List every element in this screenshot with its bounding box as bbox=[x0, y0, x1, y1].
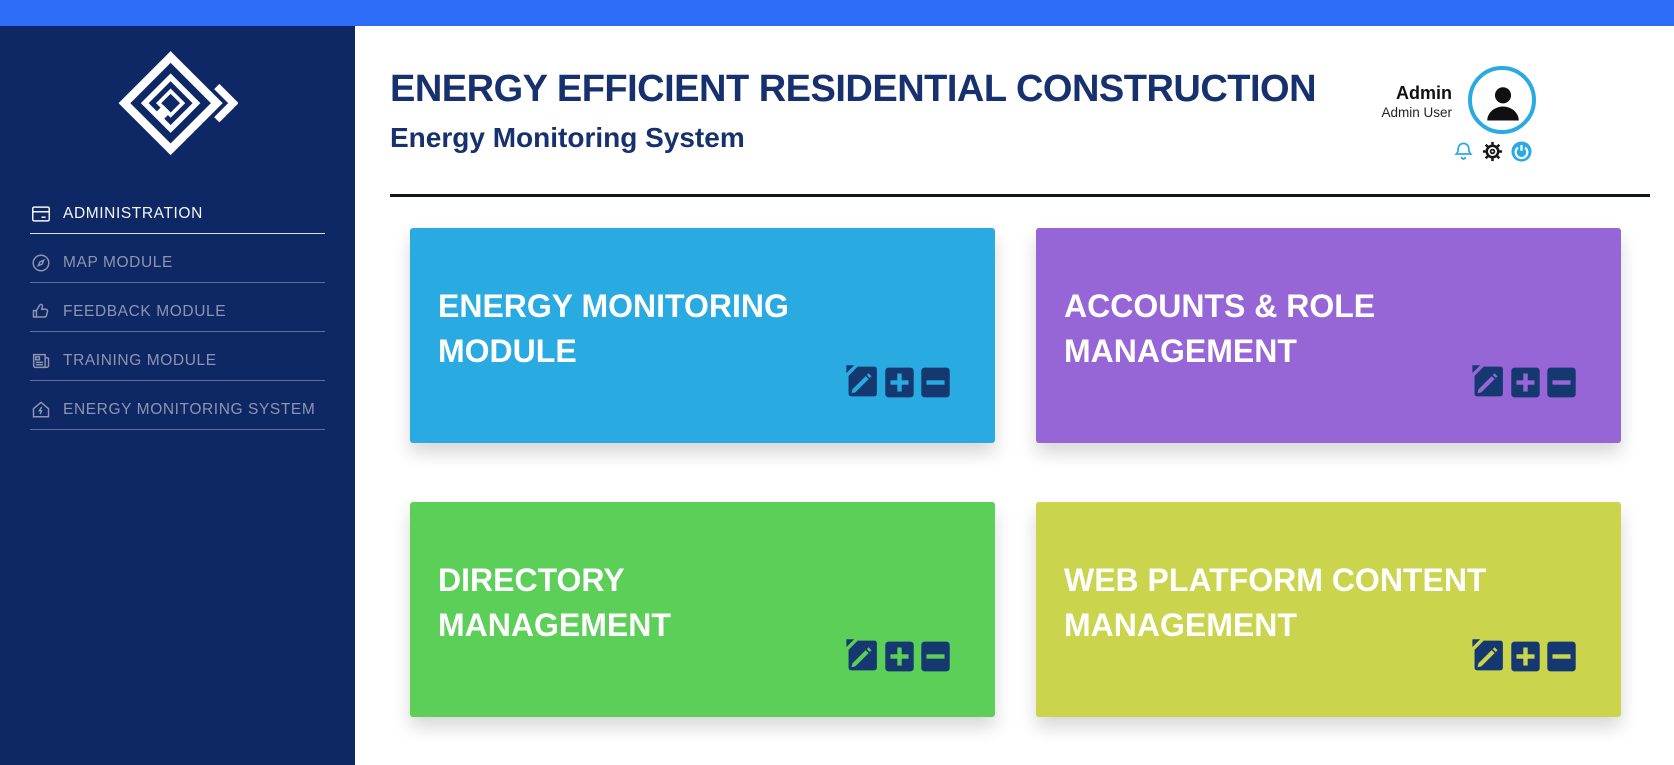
sidebar-item-label: TRAINING MODULE bbox=[63, 351, 217, 369]
add-icon[interactable] bbox=[1510, 640, 1541, 673]
sidebar-item-energy-monitoring-system[interactable]: ENERGY MONITORING SYSTEM bbox=[0, 385, 355, 434]
compass-icon bbox=[30, 252, 52, 274]
sidebar-item-label: ADMINISTRATION bbox=[63, 204, 203, 222]
power-icon[interactable] bbox=[1510, 140, 1533, 163]
sidebar-item-label: MAP MODULE bbox=[63, 253, 173, 271]
user-name: Admin bbox=[1396, 83, 1452, 103]
card-actions bbox=[1471, 638, 1577, 673]
remove-icon[interactable] bbox=[920, 640, 951, 673]
card-title: ACCOUNTS & ROLE MANAGEMENT bbox=[1064, 288, 1376, 369]
card-energy-monitoring-module[interactable]: ENERGY MONITORING MODULE bbox=[410, 228, 995, 443]
newspaper-icon bbox=[30, 350, 52, 372]
card-title: WEB PLATFORM CONTENT MANAGEMENT bbox=[1064, 562, 1487, 643]
sidebar-nav: ADMINISTRATION MAP MODULE bbox=[0, 189, 355, 434]
card-web-platform-content-management[interactable]: WEB PLATFORM CONTENT MANAGEMENT bbox=[1036, 502, 1621, 717]
card-directory-management[interactable]: DIRECTORY MANAGEMENT bbox=[410, 502, 995, 717]
thumbs-up-icon bbox=[30, 301, 52, 323]
edit-icon[interactable] bbox=[845, 638, 879, 673]
sidebar-item-administration[interactable]: ADMINISTRATION bbox=[0, 189, 355, 238]
sidebar-item-label: ENERGY MONITORING SYSTEM bbox=[63, 400, 316, 418]
user-role: Admin User bbox=[1381, 105, 1452, 120]
remove-icon[interactable] bbox=[920, 366, 951, 399]
card-title: DIRECTORY MANAGEMENT bbox=[438, 562, 671, 643]
sidebar-item-label: FEEDBACK MODULE bbox=[63, 302, 227, 320]
edit-icon[interactable] bbox=[1471, 638, 1505, 673]
card-actions bbox=[845, 364, 951, 399]
person-icon bbox=[1487, 87, 1519, 121]
header-divider bbox=[390, 194, 1650, 197]
add-icon[interactable] bbox=[1510, 366, 1541, 399]
sidebar-item-map-module[interactable]: MAP MODULE bbox=[0, 238, 355, 287]
house-energy-icon bbox=[30, 399, 52, 421]
page-subtitle: Energy Monitoring System bbox=[390, 122, 745, 153]
avatar[interactable] bbox=[1468, 66, 1536, 134]
remove-icon[interactable] bbox=[1546, 366, 1577, 399]
edit-icon[interactable] bbox=[845, 364, 879, 399]
header-icons bbox=[1452, 140, 1533, 163]
gear-icon[interactable] bbox=[1481, 140, 1504, 163]
topbar bbox=[0, 0, 1674, 26]
card-accounts-role-management[interactable]: ACCOUNTS & ROLE MANAGEMENT bbox=[1036, 228, 1621, 443]
card-actions bbox=[1471, 364, 1577, 399]
bell-icon[interactable] bbox=[1452, 140, 1475, 163]
remove-icon[interactable] bbox=[1546, 640, 1577, 673]
card-title: ENERGY MONITORING MODULE bbox=[438, 288, 789, 369]
sidebar: ADMINISTRATION MAP MODULE bbox=[0, 26, 355, 765]
panel-icon bbox=[30, 203, 52, 225]
page-title: ENERGY EFFICIENT RESIDENTIAL CONSTRUCTIO… bbox=[390, 68, 1317, 110]
app-logo[interactable] bbox=[118, 44, 239, 166]
add-icon[interactable] bbox=[884, 640, 915, 673]
sidebar-item-training-module[interactable]: TRAINING MODULE bbox=[0, 336, 355, 385]
main-content: ENERGY EFFICIENT RESIDENTIAL CONSTRUCTIO… bbox=[355, 26, 1674, 765]
sidebar-item-feedback-module[interactable]: FEEDBACK MODULE bbox=[0, 287, 355, 336]
user-info: Admin Admin User bbox=[1381, 82, 1452, 121]
edit-icon[interactable] bbox=[1471, 364, 1505, 399]
add-icon[interactable] bbox=[884, 366, 915, 399]
card-actions bbox=[845, 638, 951, 673]
